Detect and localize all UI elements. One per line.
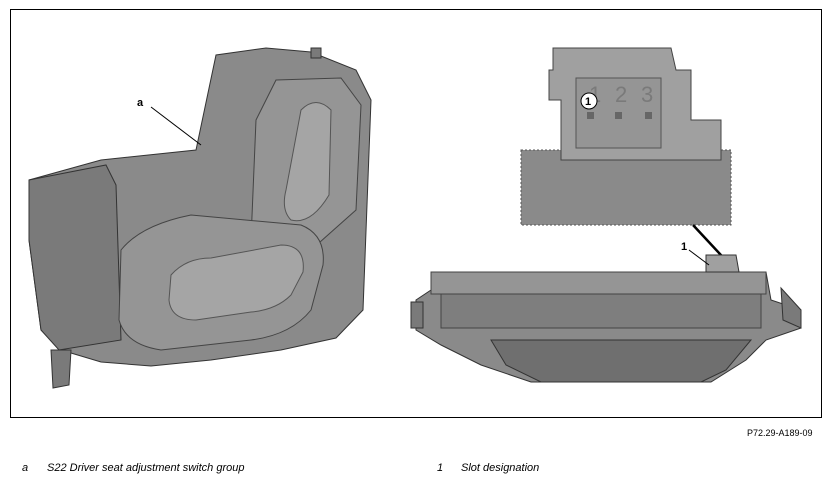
callout-a-leader — [150, 106, 202, 146]
top-clip — [310, 47, 322, 59]
connector-block — [28, 164, 122, 351]
slot-digit-2: 2 — [615, 82, 627, 107]
right-clip — [780, 286, 802, 329]
side-mid-strip — [440, 293, 762, 329]
left-clip — [410, 301, 424, 329]
callout-1-inset: 1 — [585, 96, 591, 108]
legend-text-a: S22 Driver seat adjustment switch group — [47, 462, 245, 474]
side-bottom — [490, 339, 753, 383]
switch-group-illustration: a — [28, 47, 372, 389]
switch-group-side-view: 1 — [410, 241, 802, 383]
inset-body — [520, 149, 732, 226]
callout-1-main: 1 — [681, 241, 687, 253]
pin-1 — [587, 112, 594, 119]
callout-1-inset-circle — [580, 92, 598, 110]
side-top-strip — [430, 271, 767, 295]
backrest-switch — [283, 102, 332, 222]
pin-3 — [645, 112, 652, 119]
illustration-frame: a 1 2 3 1 — [10, 9, 822, 418]
legend-text-1: Slot designation — [461, 462, 540, 474]
slot-digit-3: 3 — [641, 82, 653, 107]
legend-key-1: 1 — [437, 462, 444, 474]
pin-2 — [615, 112, 622, 119]
callout-1-main-leader — [688, 249, 710, 266]
illustration-svg: a 1 2 3 1 — [28, 47, 802, 389]
cushion-switch — [168, 244, 304, 321]
callout-a: a — [137, 97, 144, 109]
mounting-tab — [50, 349, 72, 389]
side-connector — [705, 254, 740, 273]
legend-key-a: a — [22, 462, 29, 474]
figure-code: P72.29-A189-09 — [747, 428, 813, 438]
slot-detail-inset: 1 2 3 1 — [520, 47, 732, 226]
